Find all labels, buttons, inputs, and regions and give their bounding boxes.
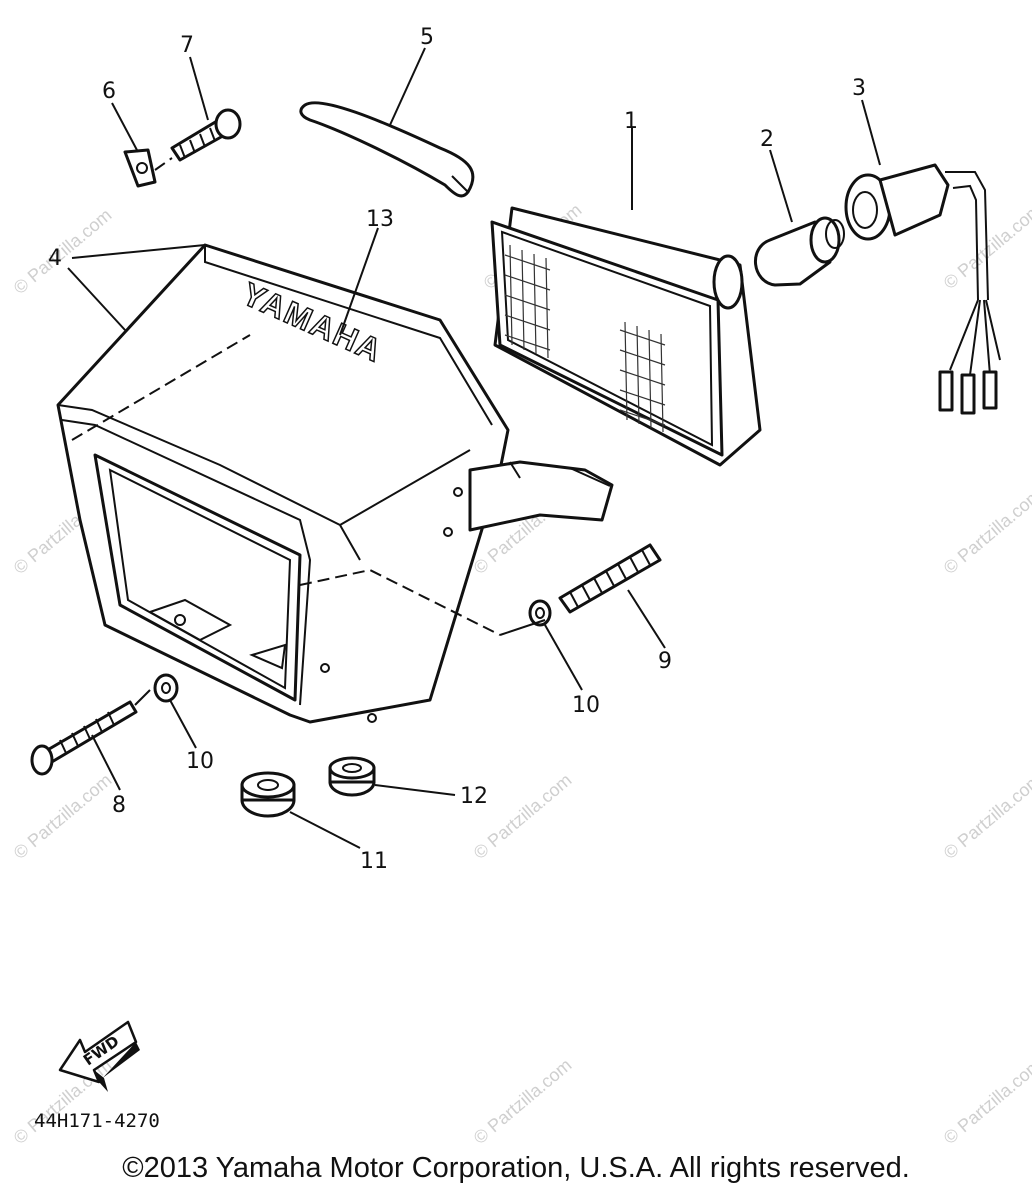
long-bolt — [30, 700, 138, 776]
watermark: © Partzilla.com — [10, 770, 116, 863]
leader-lines — [67, 47, 881, 849]
plate-nut — [123, 148, 157, 188]
callout-2: 2 — [760, 127, 774, 152]
spring — [558, 543, 662, 614]
callout-5: 5 — [420, 25, 434, 50]
headlight-cover: YAMAHA — [56, 243, 614, 724]
callout-3: 3 — [852, 76, 866, 101]
trim-strip — [299, 101, 475, 198]
washer-left — [153, 673, 179, 703]
lens-grid-right — [619, 321, 666, 433]
watermark: © Partzilla.com — [940, 1055, 1032, 1148]
bulb — [753, 216, 845, 287]
grommet-small — [328, 756, 376, 797]
callout-12: 12 — [460, 784, 488, 809]
callout-11: 11 — [360, 849, 388, 874]
callout-13: 13 — [366, 207, 394, 232]
callout-10-right: 10 — [572, 693, 600, 718]
screw — [154, 108, 242, 171]
washer-right — [528, 599, 552, 627]
watermark: © Partzilla.com — [940, 485, 1032, 578]
copyright-notice: ©2013 Yamaha Motor Corporation, U.S.A. A… — [122, 1152, 910, 1184]
watermark: © Partzilla.com — [470, 1055, 576, 1148]
callout-10-left: 10 — [186, 749, 214, 774]
callout-7: 7 — [180, 33, 194, 58]
callout-numbers: 1 2 3 4 5 6 7 8 9 10 10 11 12 13 — [48, 25, 866, 874]
lens-grid-left — [504, 244, 551, 359]
grommet-large — [240, 771, 296, 818]
callout-4: 4 — [48, 246, 62, 271]
callout-6: 6 — [102, 79, 116, 104]
headlight-unit — [490, 206, 762, 467]
callout-9: 9 — [658, 649, 672, 674]
callout-8: 8 — [112, 793, 126, 818]
diagram-part-number: 44H171-4270 — [34, 1110, 160, 1132]
callout-1: 1 — [624, 109, 638, 134]
socket-cord — [844, 163, 1001, 415]
watermark: © Partzilla.com — [10, 205, 116, 298]
watermark: © Partzilla.com — [940, 770, 1032, 863]
